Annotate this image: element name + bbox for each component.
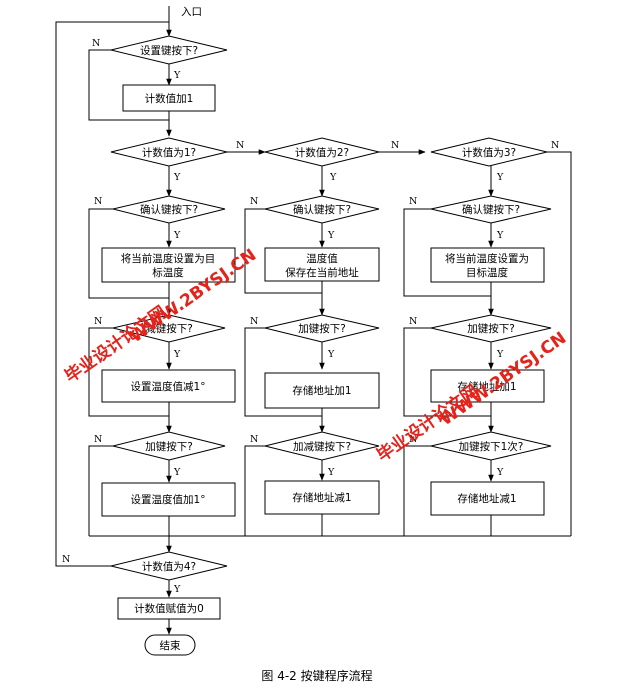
- no-label: N: [94, 316, 102, 327]
- process-count-inc: [122, 84, 216, 112]
- label-c3-inc-pressed: 加键按下?: [467, 322, 515, 335]
- process-c3-addr-dec: [430, 481, 545, 516]
- yes-label: Y: [496, 172, 504, 183]
- decision-count-is-4: [110, 551, 228, 581]
- label-c1-confirm: 确认键按下?: [140, 203, 198, 216]
- yes-label: Y: [496, 230, 504, 241]
- decision-c2-decadd-pressed: [264, 431, 380, 461]
- decision-count-is-1: [110, 137, 228, 167]
- branch-labels: Y N Y N Y N Y N Y N Y N Y N Y N Y N Y N …: [62, 38, 559, 595]
- no-label: N: [551, 140, 559, 151]
- decision-count-is-2: [264, 137, 380, 167]
- decision-c1-dec-pressed: [112, 314, 226, 343]
- decision-c3-inc-once: [430, 431, 552, 461]
- process-c3-addr-inc: [430, 369, 545, 403]
- decision-c1-inc-pressed: [112, 431, 226, 461]
- no-label: N: [94, 434, 102, 445]
- process-c3-set-target: [430, 247, 545, 283]
- yes-label: Y: [327, 349, 335, 360]
- connectors: [55, 6, 572, 635]
- label-count-is-1: 计数值为1?: [142, 146, 196, 159]
- decision-c1-confirm: [112, 195, 226, 224]
- label-c2-inc-pressed: 加键按下?: [298, 322, 346, 335]
- decision-count-is-3: [430, 137, 548, 167]
- label-end: 结束: [160, 639, 181, 652]
- no-label: N: [250, 316, 258, 327]
- yes-label: Y: [327, 467, 335, 478]
- process-c2-addr-inc: [264, 372, 380, 409]
- label-count-is-2: 计数值为2?: [295, 146, 349, 159]
- decision-c2-confirm: [264, 195, 380, 224]
- node-labels: 入口 设置键按下? 计数值加1 计数值为1? 计数值为2? 计数值为3? 确认键…: [121, 6, 529, 652]
- process-c1-dec-temp: [101, 369, 236, 403]
- no-label: N: [409, 316, 417, 327]
- label-c1-set-target-2: 标温度: [152, 266, 184, 279]
- no-label: N: [409, 434, 417, 445]
- decision-c3-inc-pressed: [430, 314, 552, 343]
- process-c1-set-target: [101, 247, 236, 283]
- label-c2-confirm: 确认键按下?: [293, 203, 351, 216]
- yes-label: Y: [173, 172, 181, 183]
- yes-label: Y: [173, 467, 181, 478]
- decision-c3-confirm: [430, 195, 552, 224]
- label-count-inc: 计数值加1: [145, 92, 194, 105]
- label-set-pressed: 设置键按下?: [140, 44, 198, 57]
- label-c2-save-1: 温度值: [306, 252, 338, 265]
- yes-label: Y: [327, 230, 335, 241]
- yes-label: Y: [329, 172, 337, 183]
- yes-label: Y: [496, 467, 504, 478]
- shapes: [101, 35, 552, 656]
- label-c3-set-target-2: 目标温度: [466, 266, 508, 279]
- process-count-reset: [117, 597, 221, 620]
- no-label: N: [250, 434, 258, 445]
- start-label: 入口: [181, 6, 202, 18]
- no-label: N: [236, 140, 244, 151]
- no-label: N: [92, 38, 100, 49]
- label-count-is-3: 计数值为3?: [462, 146, 516, 159]
- label-c2-addr-inc: 存储地址加1: [292, 384, 351, 397]
- process-c2-save: [264, 247, 380, 282]
- no-label: N: [250, 196, 258, 207]
- no-label: N: [94, 196, 102, 207]
- yes-label: Y: [173, 584, 181, 595]
- label-c1-inc-pressed: 加键按下?: [145, 440, 193, 453]
- label-count-is-4: 计数值为4?: [142, 560, 196, 573]
- no-label: N: [409, 196, 417, 207]
- no-label: N: [62, 554, 70, 565]
- label-c3-set-target-1: 将当前温度设置为: [445, 252, 529, 265]
- yes-label: Y: [173, 70, 181, 81]
- label-c1-dec-temp: 设置温度值减1°: [131, 380, 206, 393]
- figure-caption: 图 4-2 按键程序流程: [261, 668, 372, 683]
- label-c1-inc-temp: 设置温度值加1°: [131, 493, 206, 506]
- label-count-reset: 计数值赋值为0: [134, 602, 204, 615]
- label-c3-addr-inc: 存储地址加1: [457, 380, 516, 393]
- yes-label: Y: [173, 230, 181, 241]
- label-c2-save-2: 保存在当前地址: [285, 266, 359, 279]
- no-label: N: [391, 140, 399, 151]
- label-c2-addr-dec: 存储地址减1: [292, 491, 351, 504]
- label-c3-inc-once: 加键按下1次?: [459, 440, 524, 453]
- label-c3-confirm: 确认键按下?: [462, 203, 520, 216]
- process-c2-addr-dec: [264, 480, 380, 515]
- terminal-end: [144, 634, 196, 656]
- yes-label: Y: [496, 349, 504, 360]
- label-c2-decadd-pressed: 加减键按下?: [293, 440, 351, 453]
- label-c1-set-target-1: 将当前温度设置为目: [121, 252, 216, 265]
- process-c1-inc-temp: [101, 482, 236, 517]
- decision-c2-inc-pressed: [264, 314, 380, 343]
- yes-label: Y: [173, 349, 181, 360]
- label-c3-addr-dec: 存储地址减1: [457, 492, 516, 505]
- label-c1-dec-pressed: 减键按下?: [145, 322, 193, 335]
- decision-set-pressed: [110, 35, 228, 65]
